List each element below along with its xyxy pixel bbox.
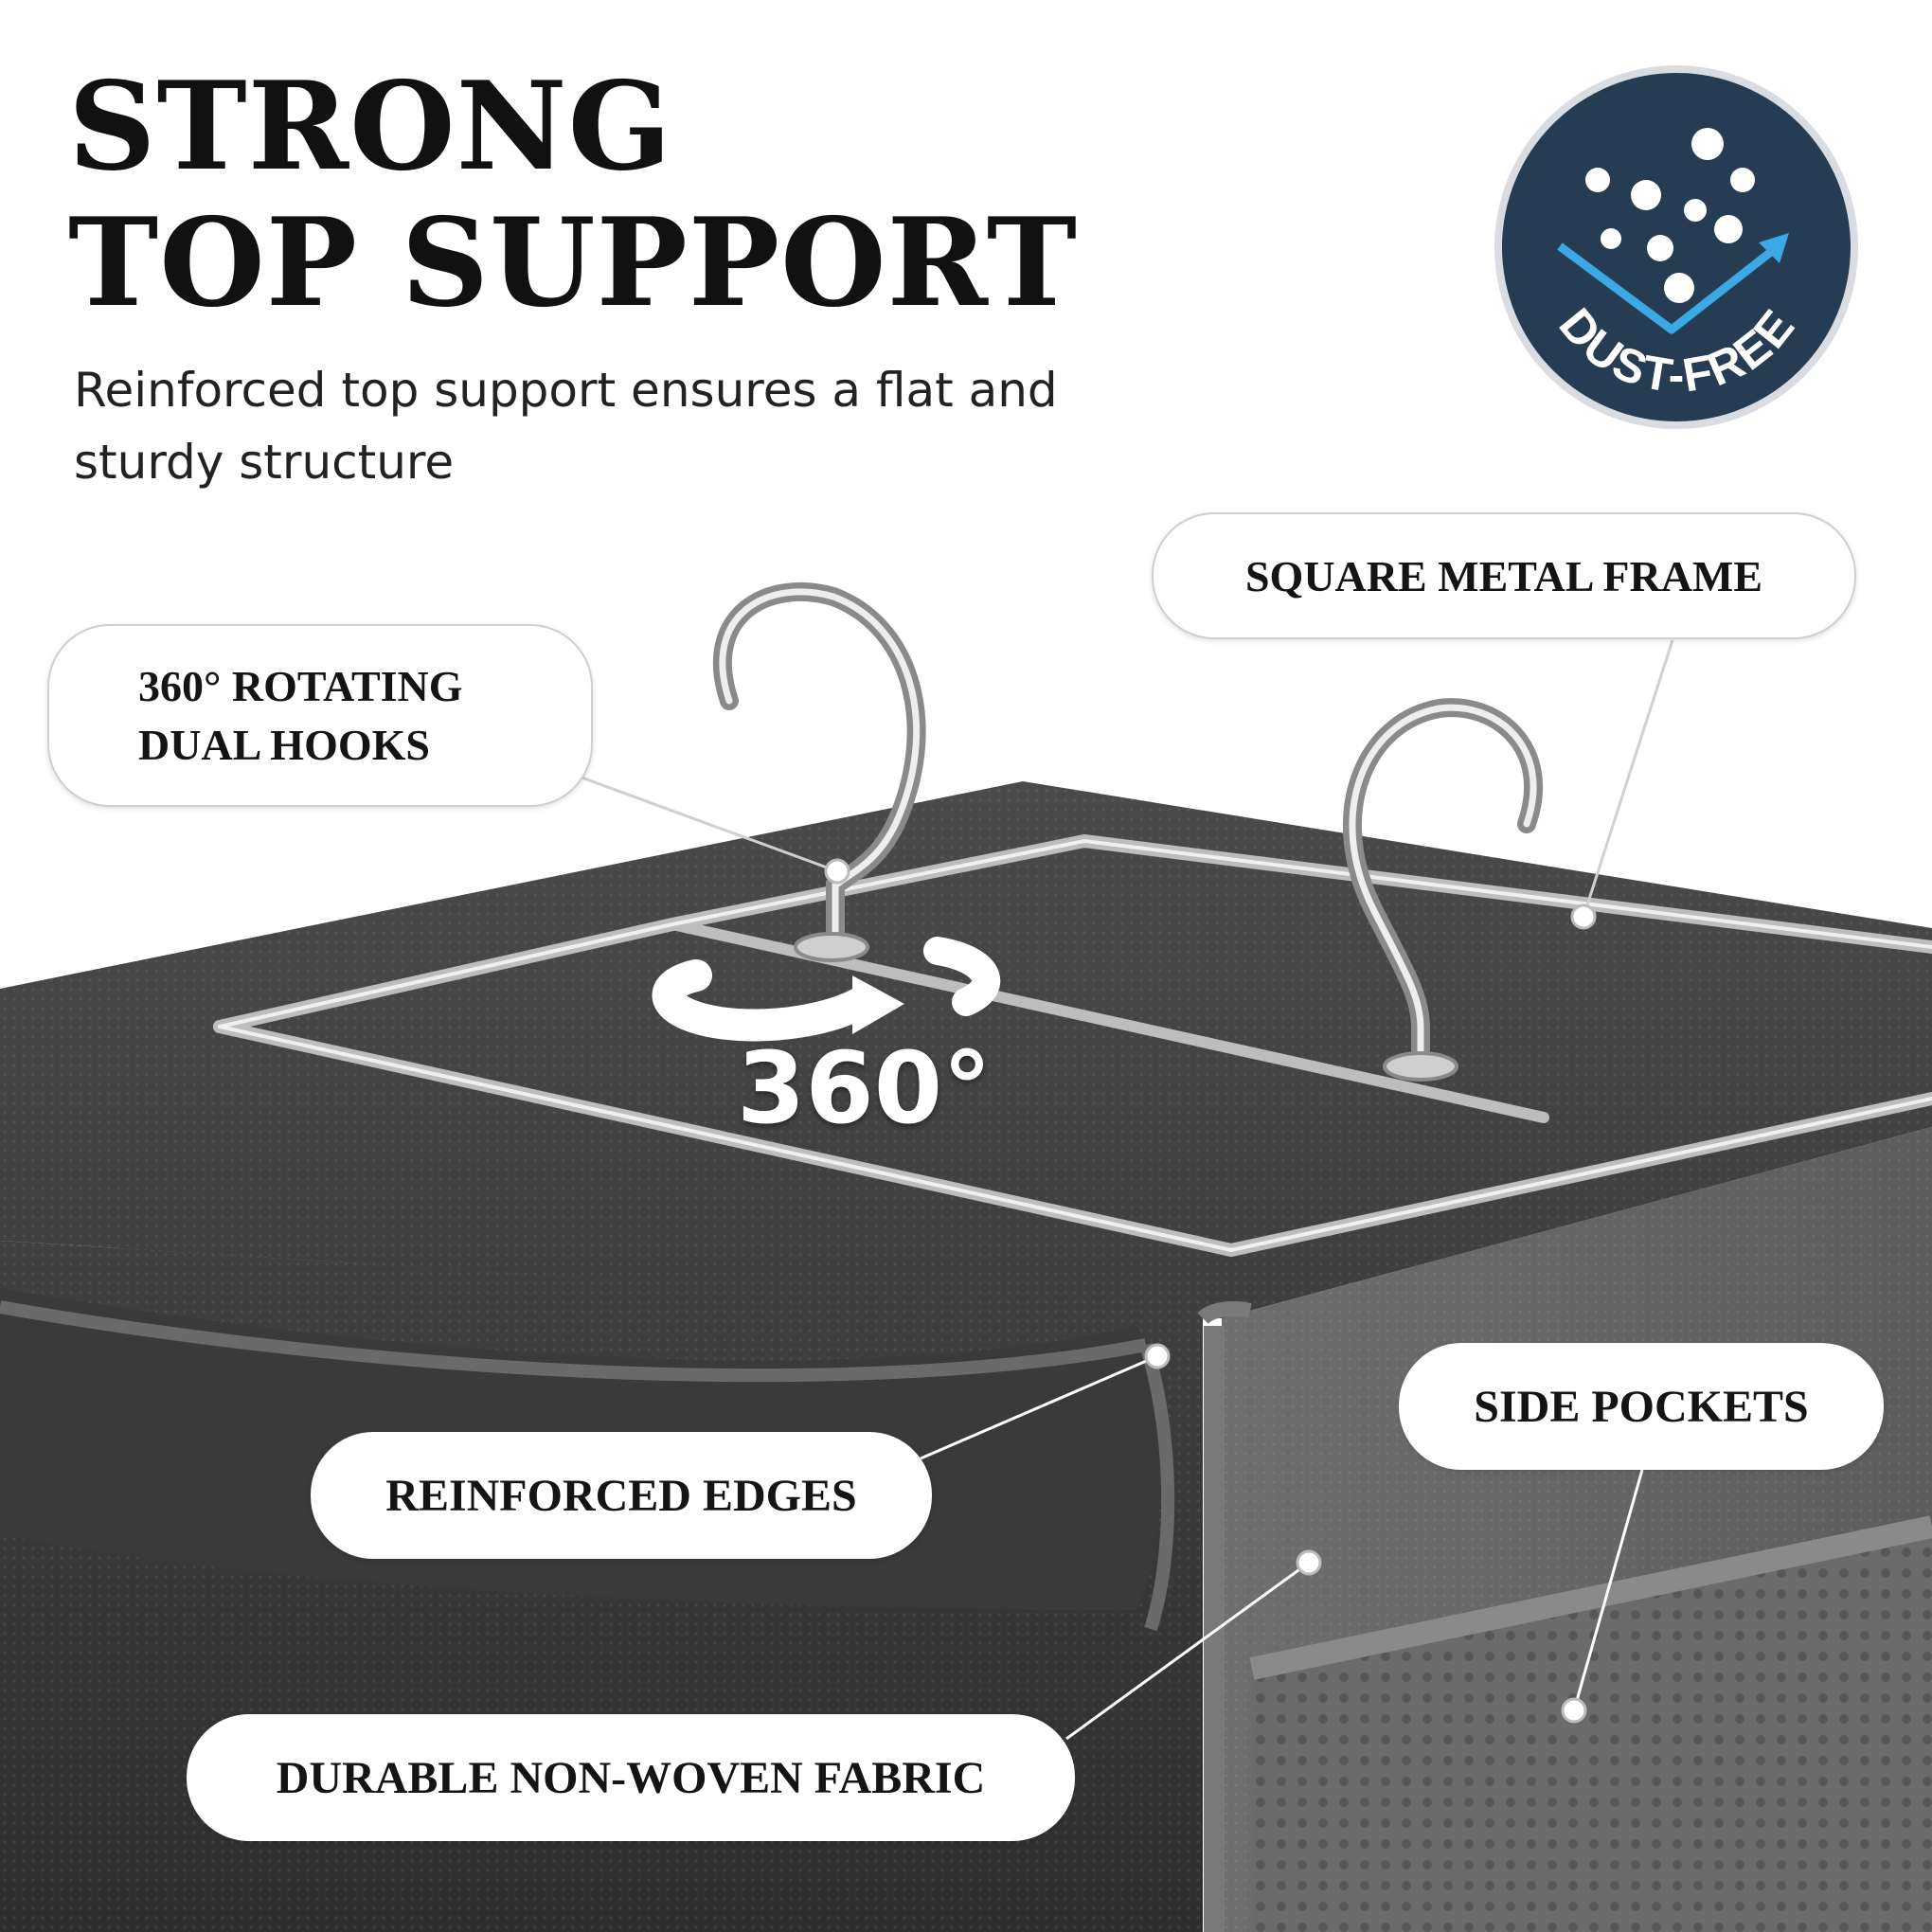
callout-reinforced-edges: REINFORCED EDGES bbox=[311, 1432, 932, 1559]
title-line-2: TOP SUPPORT bbox=[68, 192, 1078, 334]
callout-dots bbox=[824, 858, 1597, 1724]
callout-durable-fabric: DURABLE NON-WOVEN FABRIC bbox=[187, 1714, 1075, 1841]
dust-particles-arrow-icon bbox=[1557, 128, 1789, 334]
callout-frame-text: SQUARE METAL FRAME bbox=[1244, 551, 1763, 600]
hook-left bbox=[713, 582, 926, 962]
title-line-1: STRONG bbox=[68, 56, 672, 198]
dust-free-badge: DUST-FREE bbox=[1494, 65, 1858, 429]
hook-right bbox=[1343, 698, 1543, 1082]
callout-hooks-line-2: DUAL HOOKS bbox=[138, 720, 431, 769]
callout-pockets-text: SIDE POCKETS bbox=[1474, 1381, 1809, 1432]
callout-rotating-hooks: 360° ROTATING DUAL HOOKS bbox=[47, 624, 593, 807]
rotation-arrow-icon bbox=[652, 937, 1001, 1042]
dot-fabric bbox=[1296, 1549, 1322, 1576]
side-mesh-pocket bbox=[1252, 1525, 1932, 1932]
callout-fabric-text: DURABLE NON-WOVEN FABRIC bbox=[276, 1752, 986, 1803]
callout-square-metal-frame: SQUARE METAL FRAME bbox=[1152, 512, 1856, 639]
dot-pockets bbox=[1561, 1697, 1587, 1724]
callout-hooks-line-1: 360° ROTATING bbox=[138, 661, 463, 710]
callout-edges-text: REINFORCED EDGES bbox=[385, 1470, 857, 1521]
dot-edges bbox=[1144, 1343, 1171, 1369]
page-title: STRONG TOP SUPPORT bbox=[68, 59, 1078, 331]
dot-hooks bbox=[824, 858, 850, 885]
leader-lines bbox=[573, 639, 1674, 1741]
callout-side-pockets: SIDE POCKETS bbox=[1399, 1343, 1884, 1470]
page-subtitle: Reinforced top support ensures a flat an… bbox=[74, 363, 1058, 490]
rotation-degree-label: 360° bbox=[737, 1030, 993, 1146]
dot-frame bbox=[1570, 903, 1597, 930]
